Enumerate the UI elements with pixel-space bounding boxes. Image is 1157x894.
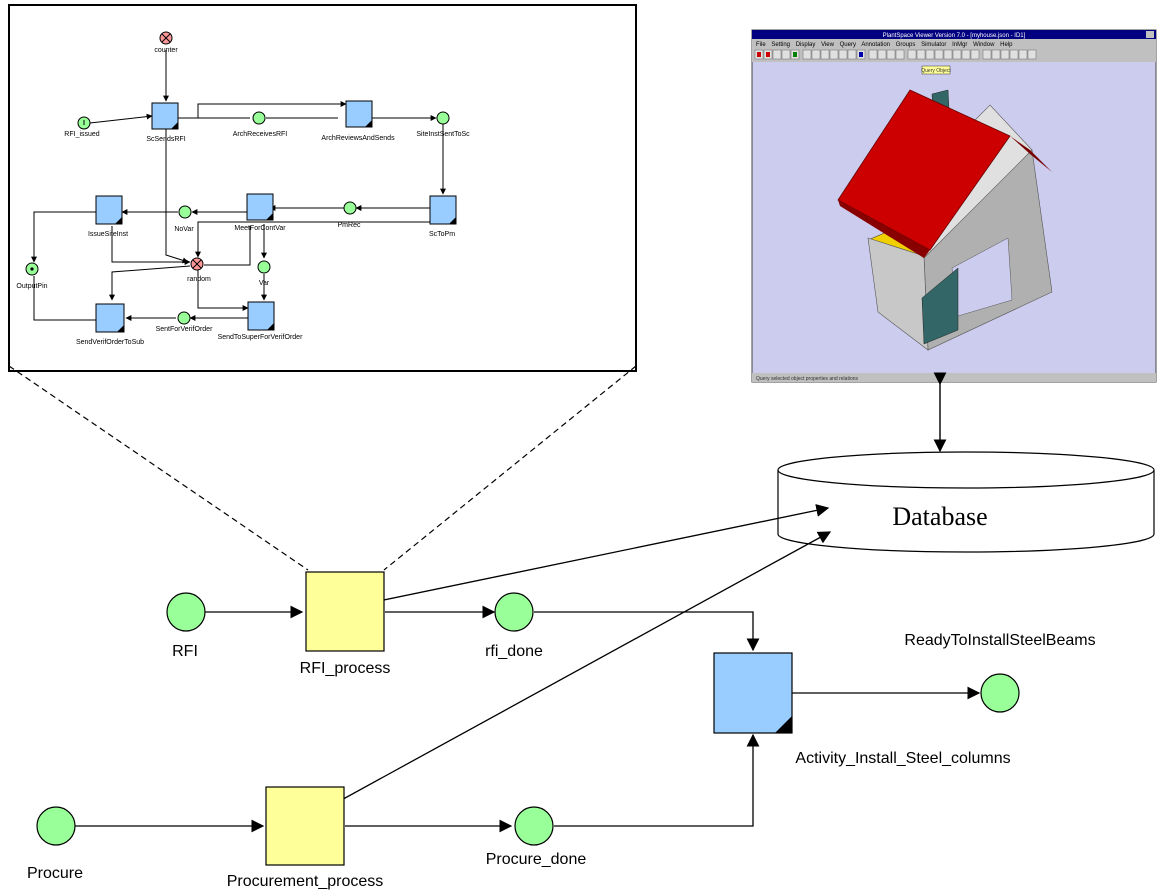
place-ready — [980, 673, 1020, 713]
label-var: Var — [259, 280, 270, 287]
place-procure — [36, 806, 76, 846]
subnet-transitions — [95, 100, 457, 333]
transition-sc-sends-rfi — [151, 102, 179, 130]
label-ready: ReadyToInstallSteelBeams — [904, 632, 1095, 649]
viewer-tooltip — [921, 65, 951, 75]
menu-inmgr[interactable]: InMgr — [952, 42, 967, 48]
menu-window[interactable]: Window — [973, 42, 995, 48]
label-counter: counter — [154, 47, 178, 54]
place-pm-rec — [343, 201, 357, 215]
label-no-var: NoVar — [174, 226, 194, 233]
viewer-toolbar-accents — [757, 52, 863, 57]
label-arch-reviews: ArchReviewsAndSends — [321, 135, 395, 142]
label-meet-for-cont-var: MeetForContVar — [234, 225, 286, 232]
menu-view[interactable]: View — [821, 42, 835, 48]
label-rfi: RFI — [172, 643, 198, 660]
database-label: Database — [892, 502, 987, 531]
menu-display[interactable]: Display — [796, 42, 816, 48]
label-procure-done: Procure_done — [486, 851, 587, 868]
subnet-places — [25, 111, 450, 325]
label-procurement-process: Procurement_process — [227, 873, 384, 890]
label-site-inst-sent: SiteInstSentToSc — [416, 131, 470, 138]
database-cylinder — [777, 451, 1155, 553]
label-rfi-issued: RFI_issued — [64, 131, 100, 138]
house-model — [837, 89, 1053, 351]
transition-arch-reviews — [345, 100, 373, 128]
label-random: random — [187, 276, 211, 283]
menu-query[interactable]: Query — [840, 42, 856, 48]
subnet-random-places — [159, 31, 204, 271]
transition-issue-site-inst — [95, 195, 123, 225]
viewer-menu: File Setting Display View Query Annotati… — [756, 42, 1013, 48]
label-issue-site-inst: IssueSiteInst — [88, 231, 128, 238]
viewer-statusbar — [752, 373, 1156, 382]
main-arcs — [75, 504, 981, 833]
transition-corner-mark — [775, 716, 792, 733]
label-send-verif-order: SendVerifOrderToSub — [76, 339, 144, 346]
menu-annotation[interactable]: Annotation — [861, 42, 890, 48]
transition-install-steel-columns — [713, 652, 793, 734]
place-arch-receives-rfi — [252, 111, 266, 125]
menu-simulator[interactable]: Simulator — [921, 42, 946, 48]
viewer-tooltip-text: Query Object — [921, 68, 951, 74]
transition-meet-for-cont-var — [246, 193, 274, 221]
label-sc-sends-rfi: ScSendsRFI — [146, 136, 185, 143]
label-rfi-process: RFI_process — [300, 660, 391, 677]
label-pm-rec: PmRec — [338, 222, 361, 229]
place-var — [257, 260, 271, 274]
transition-send-to-super — [247, 301, 275, 331]
label-sent-for-verif: SentForVerifOrder — [156, 326, 213, 333]
label-arch-receives-rfi: ArchReceivesRFI — [233, 131, 288, 138]
label-send-to-super: SendToSuperForVerifOrder — [218, 334, 303, 341]
label-output-pin: OutputPin — [16, 283, 47, 290]
place-procure-done — [514, 806, 554, 846]
subnet-transition-corners — [115, 120, 456, 332]
viewer-status-text: Query selected object properties and rel… — [756, 376, 859, 382]
transition-procurement-process — [265, 786, 345, 866]
subnet-arcs — [31, 50, 446, 321]
viewer-window: PlantSpace Viewer Version 7.0 - [myhouse… — [751, 29, 1157, 383]
transition-rfi-process — [305, 571, 385, 652]
label-install: Activity_Install_Steel_columns — [795, 750, 1010, 767]
zoom-lines — [8, 365, 637, 571]
main-places — [36, 592, 1020, 846]
place-rfi — [166, 592, 206, 632]
transition-sc-to-pm — [429, 195, 457, 225]
place-no-var — [178, 205, 192, 219]
label-rfi-done: rfi_done — [485, 643, 543, 660]
viewer-title: PlantSpace Viewer Version 7.0 - [myhouse… — [883, 33, 1026, 39]
place-sent-for-verif — [177, 311, 191, 325]
main-labels: RFI RFI_process rfi_done ReadyToInstallS… — [27, 632, 1096, 890]
place-site-inst-sent — [436, 111, 450, 125]
menu-help[interactable]: Help — [1000, 42, 1013, 48]
subnet-labels: counter RFI_issued ScSendsRFI ArchReceiv… — [16, 47, 470, 346]
label-sc-to-pm: ScToPm — [429, 231, 455, 238]
viewer-menubar — [752, 39, 1156, 48]
transition-send-verif-order — [95, 303, 125, 333]
viewer-titlebar — [752, 30, 1156, 39]
subnet-place-marks — [30, 120, 85, 271]
place-rfi-done — [494, 592, 534, 632]
menu-groups[interactable]: Groups — [896, 42, 916, 48]
label-procure: Procure — [27, 865, 83, 882]
menu-setting[interactable]: Setting — [771, 42, 790, 48]
menu-file[interactable]: File — [756, 42, 766, 48]
